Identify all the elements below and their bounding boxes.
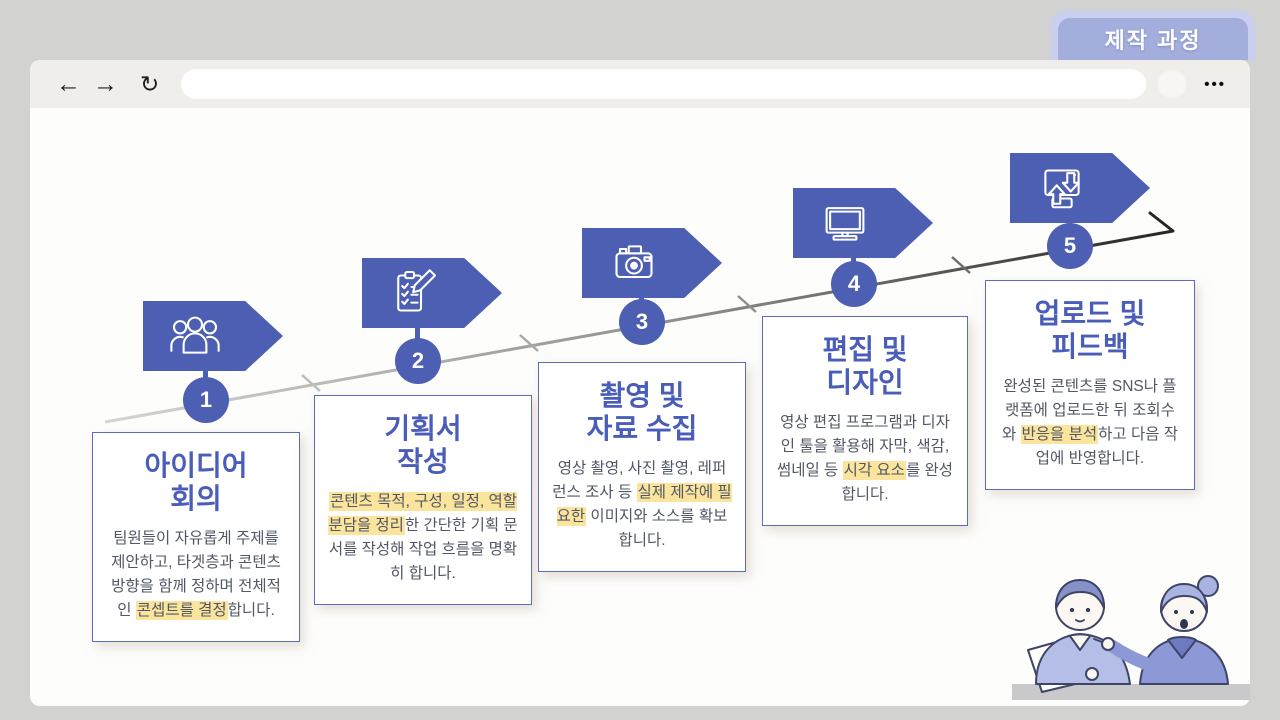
step5-number: 5 [1063, 233, 1077, 258]
step3-number: 3 [635, 309, 649, 334]
forward-icon[interactable]: → [87, 71, 124, 97]
tab-label: 제작 과정 [1104, 28, 1202, 53]
step3-number-badge: 3 [619, 299, 665, 345]
step4-number-badge: 4 [831, 261, 877, 307]
step2-title: 기획서 작성 [384, 413, 462, 478]
menu-dots-icon[interactable]: ••• [1204, 75, 1226, 93]
step1-title: 아이디어 회의 [144, 450, 248, 515]
step3-title: 촬영 및 자료 수집 [586, 380, 698, 445]
clipboard-icon [397, 269, 437, 312]
browser-chrome-bar: ← → ↻ ••• [30, 60, 1250, 108]
step3-body: 영상 촬영, 사진 촬영, 레퍼런스 조사 등 실제 제작에 필요한 이미지와 … [552, 460, 732, 550]
step2-number: 2 [411, 348, 425, 373]
camera-icon [615, 245, 653, 279]
step3-card: 촬영 및 자료 수집 영상 촬영, 사진 촬영, 레퍼런스 조사 등 실제 제작… [538, 362, 746, 573]
upload-icon [1044, 169, 1080, 209]
url-bar[interactable] [181, 69, 1147, 99]
tab-production-process[interactable]: 제작 과정 [1058, 18, 1248, 60]
step1-number-badge: 1 [183, 377, 229, 423]
refresh-icon[interactable]: ↻ [134, 72, 165, 96]
step2-number-badge: 2 [395, 338, 441, 384]
step5-body: 완성된 콘텐츠를 SNS나 플랫폼에 업로드한 뒤 조회수와 반응을 분석하고 … [1001, 378, 1179, 468]
two-people-discussing-illustration [1012, 575, 1250, 700]
step4-title: 편집 및 디자인 [822, 334, 908, 399]
team-icon [170, 316, 220, 354]
profile-avatar[interactable] [1158, 70, 1187, 98]
step2-card: 기획서 작성 콘텐츠 목적, 구성, 일정, 역할 분담을 정리한 간단한 기획… [314, 395, 532, 606]
step1-body: 팀원들이 자유롭게 주제를 제안하고, 타겟층과 콘텐츠 방향을 함께 정하며 … [111, 530, 281, 621]
step2-body: 콘텐츠 목적, 구성, 일정, 역할 분담을 정리한 간단한 기획 문서를 작성… [328, 492, 518, 583]
step2-stem [415, 323, 420, 351]
step4-card: 편집 및 디자인 영상 편집 프로그램과 디자인 툴을 활용해 자막, 색감, … [762, 316, 968, 527]
step5-number-badge: 5 [1047, 223, 1093, 269]
step4-number: 4 [847, 271, 861, 296]
back-icon[interactable]: ← [50, 71, 87, 97]
step1-card: 아이디어 회의 팀원들이 자유롭게 주제를 제안하고, 타겟층과 콘텐츠 방향을… [92, 432, 300, 643]
step5-title: 업로드 및 피드백 [1034, 298, 1146, 363]
step4-body: 영상 편집 프로그램과 디자인 툴을 활용해 자막, 색감, 썸네일 등 시각 … [776, 414, 954, 504]
step5-card: 업로드 및 피드백 완성된 콘텐츠를 SNS나 플랫폼에 업로드한 뒤 조회수와… [985, 280, 1195, 491]
step1-number: 1 [199, 387, 213, 412]
monitor-icon [825, 207, 865, 241]
